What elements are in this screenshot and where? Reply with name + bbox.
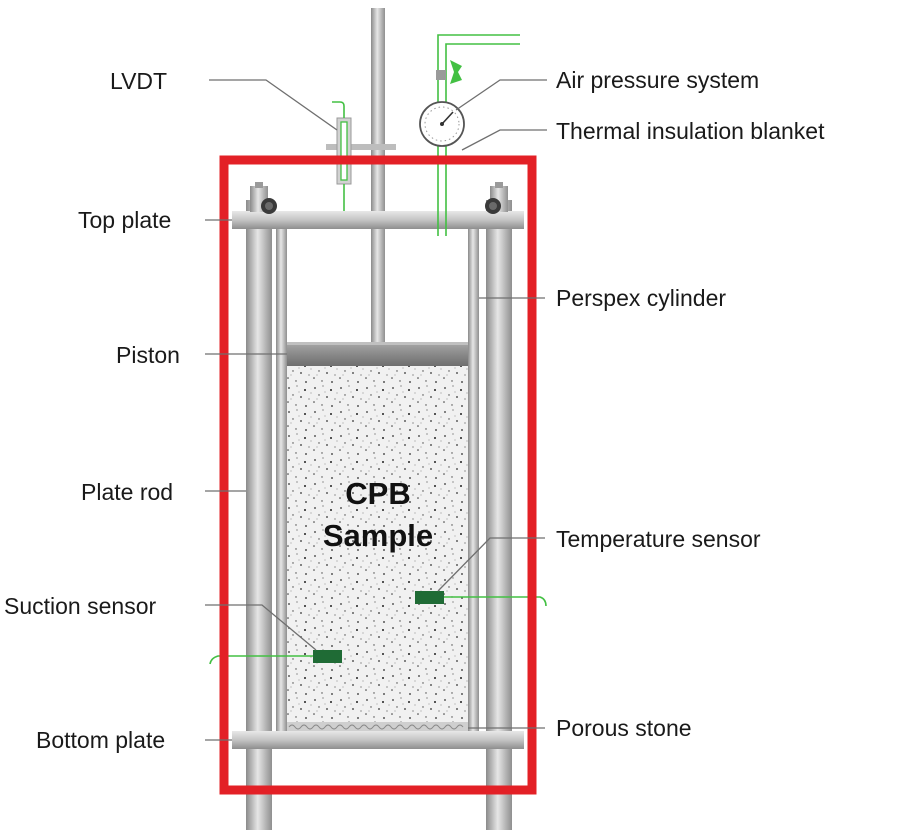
label-suction-sensor: Suction sensor bbox=[4, 593, 156, 619]
leader-lvdt bbox=[209, 79, 338, 131]
label-plate-rod: Plate rod bbox=[81, 479, 173, 505]
cpb-sample bbox=[287, 366, 468, 728]
label-insulation: Thermal insulation blanket bbox=[556, 118, 825, 144]
porous-stone bbox=[287, 722, 468, 732]
label-bottom-plate: Bottom plate bbox=[36, 727, 165, 753]
label-piston: Piston bbox=[116, 342, 180, 368]
label-temp-sensor: Temperature sensor bbox=[556, 526, 761, 552]
top-plate bbox=[232, 211, 524, 229]
porous-stone-texture bbox=[288, 724, 464, 730]
sample-title-line1: CPB bbox=[345, 476, 410, 511]
leader-suction-sensor bbox=[205, 604, 317, 651]
piston-top-edge bbox=[287, 342, 468, 345]
thermal-insulation-blanket bbox=[219, 155, 537, 795]
leader-insulation bbox=[461, 129, 547, 151]
top-right-bolt bbox=[485, 182, 508, 214]
top-left-bolt bbox=[250, 182, 277, 214]
leader-air-pressure bbox=[455, 79, 547, 111]
perspex-cylinder-right-wall bbox=[468, 228, 479, 734]
temperature-sensor bbox=[415, 591, 547, 607]
sample-title-line2: Sample bbox=[323, 518, 433, 553]
piston-rod bbox=[371, 8, 385, 342]
label-air-pressure: Air pressure system bbox=[556, 67, 759, 93]
plate-rod-right bbox=[486, 200, 512, 830]
label-lvdt: LVDT bbox=[110, 68, 167, 94]
plate-rod-left bbox=[246, 200, 272, 830]
lvdt-sensor bbox=[326, 101, 396, 211]
suction-sensor bbox=[209, 650, 342, 665]
leader-temp-sensor bbox=[437, 537, 545, 592]
piston bbox=[287, 342, 468, 366]
label-top-plate: Top plate bbox=[78, 207, 171, 233]
label-perspex: Perspex cylinder bbox=[556, 285, 726, 311]
air-pressure-system bbox=[419, 34, 520, 236]
label-porous-stone: Porous stone bbox=[556, 715, 692, 741]
perspex-cylinder-left-wall bbox=[276, 228, 287, 734]
bottom-plate bbox=[232, 731, 524, 749]
